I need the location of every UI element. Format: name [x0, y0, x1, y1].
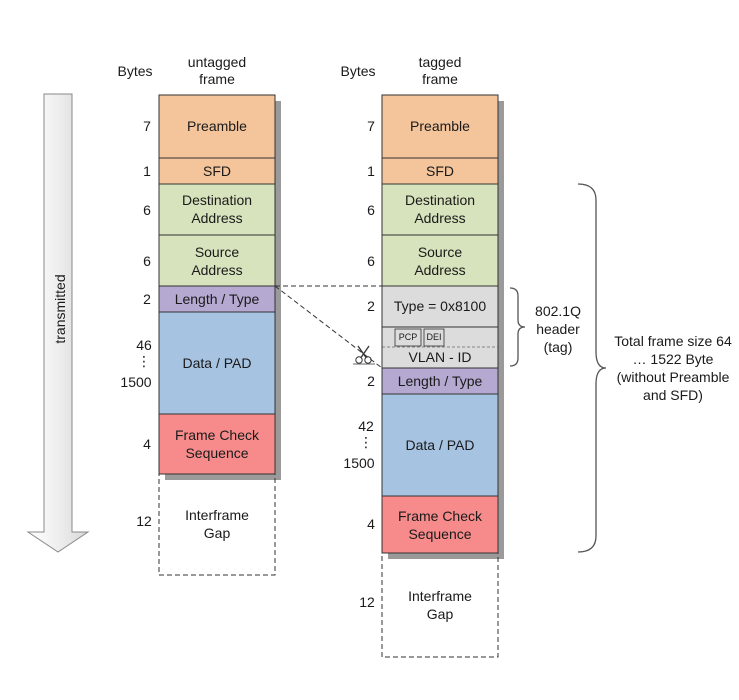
dei-label: DEI [426, 332, 442, 342]
untagged-destination-bytes: 6 [143, 202, 151, 218]
tagged-ifg-block [381, 552, 499, 658]
untagged-preamble-bytes: 7 [143, 118, 151, 134]
tagged-source-label: Source Address [414, 244, 466, 278]
untagged-data-bytes-min: 46 [136, 337, 152, 353]
untagged-source-label: Source Address [191, 244, 243, 278]
tagged-fcs-bytes: 4 [367, 516, 375, 532]
tagged-preamble-bytes: 7 [367, 118, 375, 134]
untagged-fcs-bytes: 4 [143, 436, 151, 452]
untagged-sfd-label: SFD [203, 163, 231, 179]
tagged-source-bytes: 6 [367, 253, 375, 269]
tagged-data-bytes-dots: ⋮ [359, 434, 373, 450]
pcp-label: PCP [398, 332, 418, 342]
transmitted-label: transmitted [52, 274, 68, 344]
tagged-length-bytes: 2 [367, 373, 375, 389]
untagged-sfd-bytes: 1 [143, 163, 151, 179]
tagged-sfd-label: SFD [426, 163, 454, 179]
untagged-fcs-block [158, 413, 276, 475]
tagged-type-label: Type = 0x8100 [393, 298, 487, 314]
dei-box [423, 328, 445, 347]
scissors-icon [353, 345, 375, 365]
total-frame-note: Total frame size 64 … 1522 Byte (without… [614, 333, 732, 403]
tagged-type-bytes: 2 [367, 298, 375, 314]
tagged-ifg-label: Interframe Gap [408, 588, 472, 622]
tagged-length-label: Length / Type [397, 373, 483, 389]
tag-note: 802.1Q header (tag) [535, 303, 581, 355]
bytes-header-right: Bytes [340, 63, 376, 79]
pcp-box [394, 328, 422, 347]
untagged-source-bytes: 6 [143, 253, 151, 269]
untagged-destination-block [158, 183, 276, 236]
untagged-preamble-block [158, 94, 276, 159]
untagged-destination-label: Destination Address [181, 192, 253, 226]
tagged-destination-bytes: 6 [367, 202, 375, 218]
untagged-data-bytes-dots: ⋮ [137, 353, 151, 369]
tagged-data-block [381, 393, 499, 497]
tagged-preamble-label: Preamble [410, 118, 470, 134]
untagged-fcs-label: Frame Check Sequence [174, 427, 260, 461]
tagged-preamble-block [381, 94, 499, 159]
transmitted-arrow [26, 93, 90, 553]
tagged-ifg-bytes: 12 [359, 594, 375, 610]
tagged-fcs-block [381, 495, 499, 554]
untagged-ifg-label: Interframe Gap [185, 507, 249, 541]
untagged-length-label: Length / Type [174, 291, 260, 307]
untagged-data-label: Data / PAD [182, 355, 252, 371]
tagged-data-bytes-min: 42 [358, 418, 374, 434]
untagged-data-bytes-max: 1500 [120, 374, 152, 390]
tagged-sfd-bytes: 1 [367, 163, 375, 179]
tagged-data-bytes-max: 1500 [343, 455, 375, 471]
bytes-header-left: Bytes [117, 63, 153, 79]
untagged-length-bytes: 2 [143, 291, 151, 307]
tagged-frame-header: tagged frame [418, 54, 462, 87]
tag-brace [509, 287, 526, 367]
tagged-length-block [381, 367, 499, 395]
tagged-data-label: Data / PAD [405, 437, 475, 453]
tagged-vlan-label: VLAN - ID [408, 349, 472, 365]
tagged-fcs-label: Frame Check Sequence [397, 508, 483, 542]
untagged-ifg-bytes: 12 [136, 513, 152, 529]
untagged-preamble-label: Preamble [187, 118, 247, 134]
tagged-destination-label: Destination Address [404, 192, 476, 226]
untagged-ifg-block [158, 473, 276, 576]
tagged-type-block [381, 285, 499, 328]
total-brace [577, 183, 607, 553]
tagged-source-block [381, 234, 499, 287]
untagged-length-block [158, 285, 276, 313]
tagged-destination-block [381, 183, 499, 236]
untagged-frame-header: untagged frame [187, 54, 247, 87]
